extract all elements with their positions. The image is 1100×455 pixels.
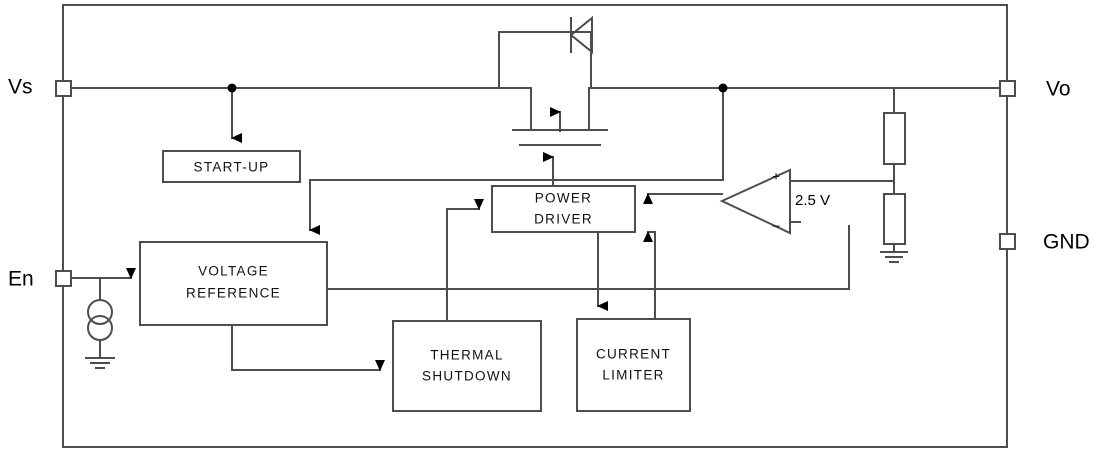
junction-dot-vo-tap bbox=[718, 83, 728, 93]
pin-label-vo: Vo bbox=[1046, 78, 1071, 101]
pin-vs-square[interactable] bbox=[55, 80, 72, 97]
amplifier-labels: + – 2.5 V bbox=[772, 168, 830, 232]
body-diode bbox=[498, 15, 593, 89]
pass-mosfet bbox=[512, 87, 608, 146]
pin-label-en: En bbox=[8, 268, 34, 291]
block-power-driver-label-1: POWER bbox=[535, 191, 593, 206]
block-thermal-shutdown-label-2: SHUTDOWN bbox=[422, 369, 512, 384]
enable-ground-symbol bbox=[85, 357, 115, 369]
junction-dot-vs-startup bbox=[227, 83, 237, 93]
vs-to-vref-branch bbox=[309, 87, 724, 235]
junction-dots bbox=[227, 83, 728, 93]
pin-label-gnd: GND bbox=[1043, 231, 1090, 254]
function-blocks: START-UP VOLTAGE REFERENCE POWER DRIVER … bbox=[139, 150, 691, 412]
currentlimiter-to-driver-line bbox=[643, 231, 656, 320]
amp-minus-sign: – bbox=[772, 217, 780, 232]
divider-ground-symbol bbox=[880, 251, 908, 263]
pin-labels: Vs En Vo GND bbox=[8, 76, 1090, 291]
pin-en-square[interactable] bbox=[55, 270, 72, 287]
block-current-limiter-label-1: CURRENT bbox=[596, 347, 671, 362]
block-current-limiter[interactable]: CURRENT LIMITER bbox=[576, 318, 691, 412]
feedback-divider bbox=[789, 87, 906, 253]
block-thermal-shutdown-label-1: THERMAL bbox=[430, 348, 504, 363]
thermal-to-driver-line bbox=[446, 199, 484, 322]
pin-gnd-square[interactable] bbox=[999, 233, 1016, 250]
error-amplifier-body bbox=[719, 168, 801, 235]
amp-plus-sign: + bbox=[772, 168, 780, 183]
amp-reference-voltage-label: 2.5 V bbox=[795, 192, 830, 209]
block-voltage-reference[interactable]: VOLTAGE REFERENCE bbox=[139, 241, 328, 326]
enable-branch bbox=[71, 268, 136, 301]
block-voltage-reference-label-2: REFERENCE bbox=[186, 286, 281, 301]
block-start-up-label: START-UP bbox=[194, 160, 270, 175]
device-pins bbox=[55, 80, 1016, 287]
current-source bbox=[87, 299, 113, 359]
block-power-driver-label-2: DRIVER bbox=[534, 212, 593, 227]
block-power-driver[interactable]: POWER DRIVER bbox=[491, 185, 636, 233]
vref-to-amp-line bbox=[326, 225, 850, 290]
block-voltage-reference-label-1: VOLTAGE bbox=[198, 264, 269, 279]
block-thermal-shutdown[interactable]: THERMAL SHUTDOWN bbox=[392, 320, 542, 412]
pin-vo-square[interactable] bbox=[999, 80, 1016, 97]
vref-to-thermal-line bbox=[231, 324, 385, 371]
block-start-up[interactable]: START-UP bbox=[162, 150, 301, 183]
pin-label-vs: Vs bbox=[8, 76, 33, 99]
device-outline bbox=[62, 4, 1008, 448]
block-current-limiter-label-2: LIMITER bbox=[602, 368, 664, 383]
